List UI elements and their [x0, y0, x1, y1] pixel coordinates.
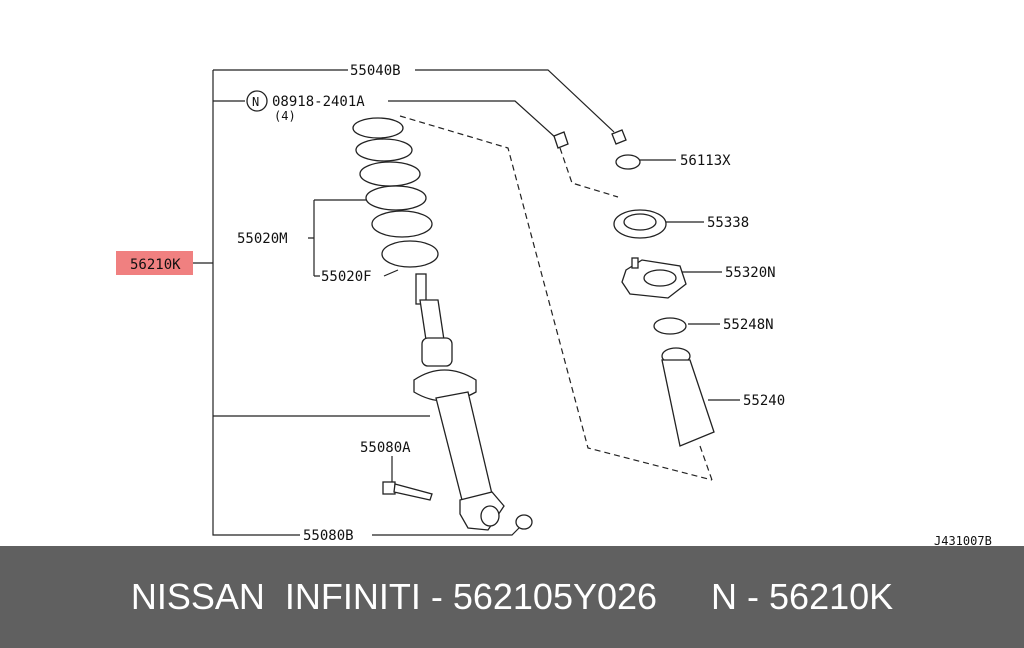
coil-spring-drawing	[352, 117, 439, 268]
leader-lines	[193, 69, 740, 536]
label-55080B: 55080B	[303, 528, 354, 544]
label-55020F: 55020F	[321, 269, 372, 285]
label-55338: 55338	[707, 215, 749, 231]
dashed-guides	[399, 115, 713, 481]
n-mark-label: N	[252, 95, 259, 109]
parts-diagram: 56210K	[116, 63, 992, 546]
footer-short-code: N - 56210K	[711, 576, 894, 617]
n-mark-circle	[246, 90, 268, 112]
label-56113X: 56113X	[680, 153, 731, 169]
label-08918: 08918-2401A	[272, 94, 365, 110]
lower-nut-drawing	[515, 514, 533, 530]
label-qty: (4)	[274, 109, 296, 123]
label-55040B: 55040B	[350, 63, 401, 79]
label-55320N: 55320N	[725, 265, 776, 281]
main-part-highlight	[116, 251, 193, 275]
bolt-drawing	[382, 481, 433, 501]
footer-brand-part-number: NISSAN INFINITI - 562105Y026	[130, 576, 658, 617]
label-55080A: 55080A	[360, 440, 411, 456]
main-part-label: 56210K	[130, 257, 181, 273]
label-55240: 55240	[743, 393, 785, 409]
label-55248N: 55248N	[723, 317, 774, 333]
footer-banner: NISSAN INFINITI - 562105Y026 N - 56210K	[0, 546, 1024, 648]
shock-absorber-drawing	[413, 273, 505, 531]
diagram-reference: J431007B	[934, 534, 992, 546]
label-55020M: 55020M	[237, 231, 288, 247]
upper-parts-drawing	[553, 129, 715, 447]
